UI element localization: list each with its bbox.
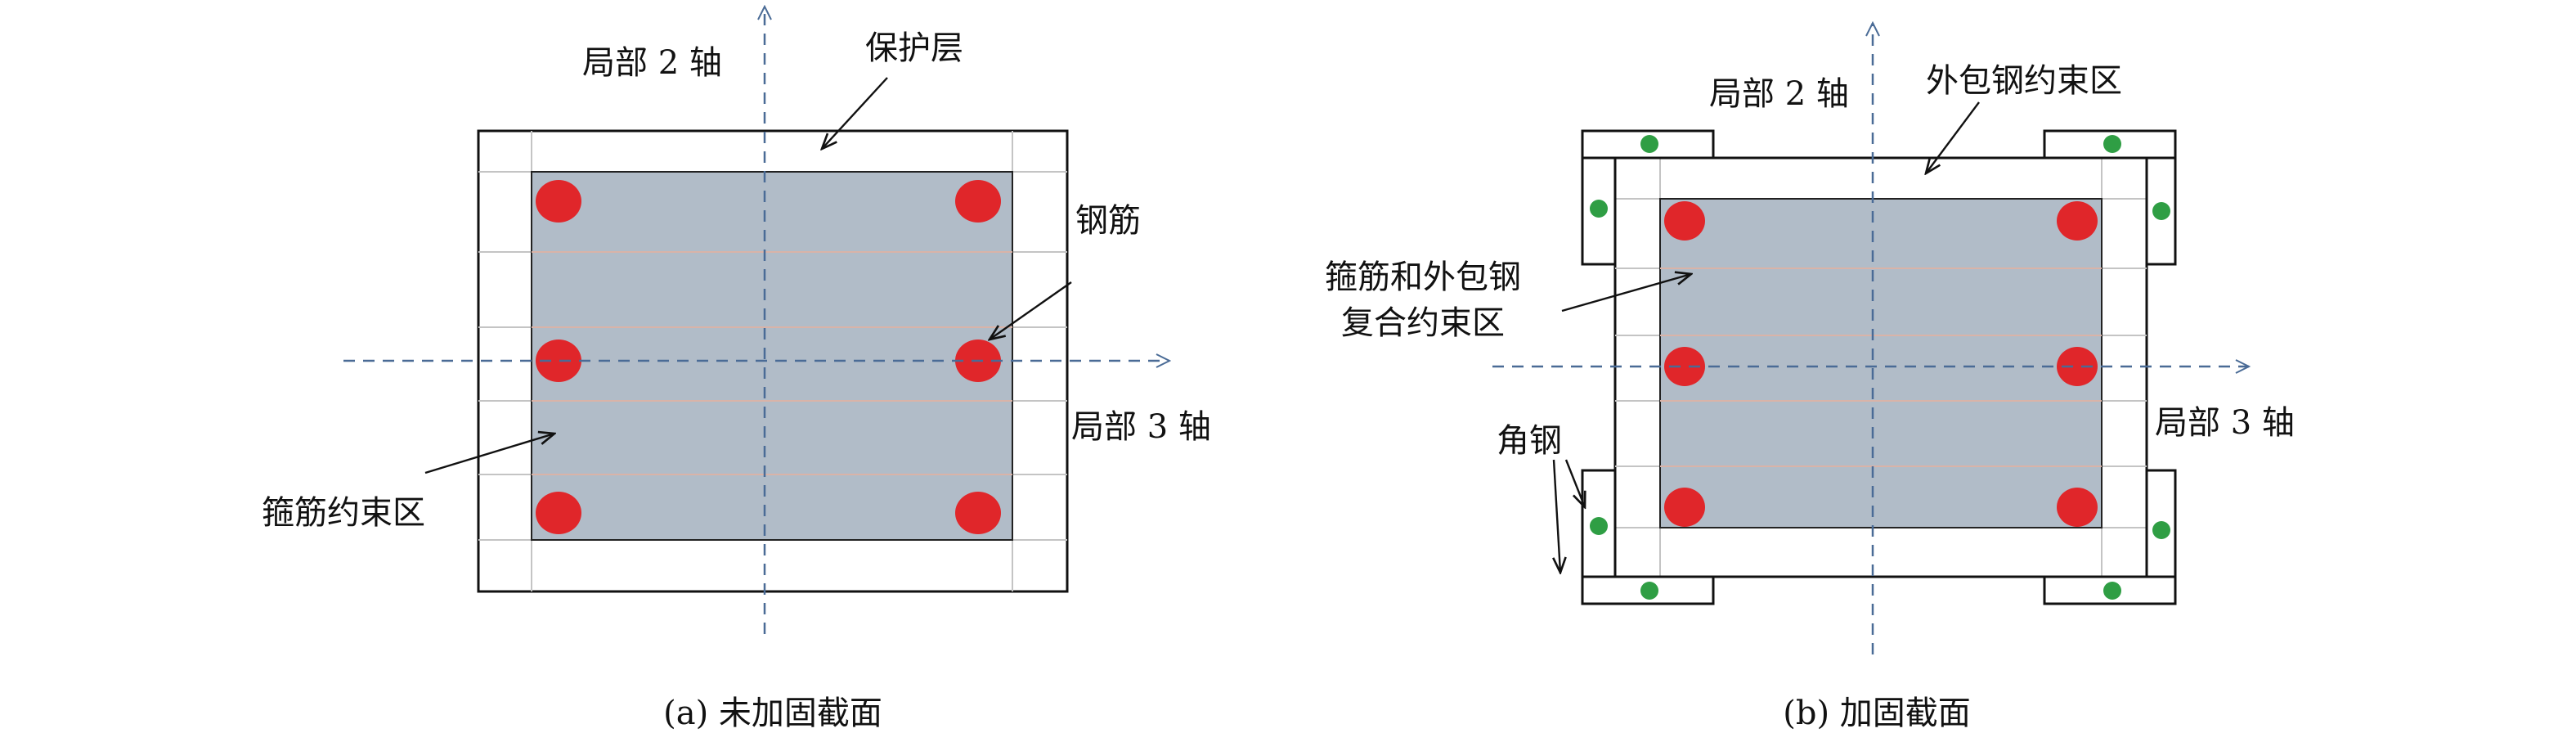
panel-b-angle-leader-arrow-upper bbox=[1564, 459, 1585, 507]
panel-b-composite-confined-core bbox=[1659, 198, 2103, 528]
bolt bbox=[2152, 202, 2170, 220]
rebar bbox=[955, 180, 1001, 223]
rebar bbox=[1664, 201, 1705, 241]
panel-b-angle-label: 角钢 bbox=[1497, 422, 1562, 460]
panel-a-axis2-label: 局部 2 轴 bbox=[582, 44, 722, 82]
panel-b-core-rows bbox=[1660, 268, 2102, 467]
panel-a-core-rows bbox=[532, 251, 1012, 475]
panel-a-stirrup-confined-core bbox=[531, 171, 1013, 541]
panel-b-rebars bbox=[1664, 201, 2098, 527]
panel-a-unstrengthened-section: 局部 2 轴 保护层 钢筋 局部 3 轴 箍筋约束区 (a) 未加固截面 bbox=[262, 7, 1211, 732]
panel-b-bolts bbox=[1590, 135, 2170, 600]
bolt bbox=[1640, 582, 1658, 600]
panel-b-steel-zone-label: 外包钢约束区 bbox=[1926, 62, 2122, 100]
panel-b-axis3-label: 局部 3 轴 bbox=[2155, 404, 2295, 442]
panel-a-axis3-label: 局部 3 轴 bbox=[1071, 408, 1211, 446]
panel-b-composite-zone-label-line2: 复合约束区 bbox=[1341, 304, 1505, 342]
rebar bbox=[536, 180, 581, 223]
panel-a-stirrup-zone-label: 箍筋约束区 bbox=[262, 494, 425, 532]
panel-b-composite-zone-leader-arrow bbox=[1561, 274, 1691, 313]
bolt bbox=[1590, 200, 1608, 218]
rebar bbox=[2057, 488, 2098, 527]
bolt bbox=[1590, 517, 1608, 535]
panel-a-rebars bbox=[536, 180, 1001, 534]
bolt bbox=[2103, 135, 2121, 153]
rebar bbox=[536, 340, 581, 382]
bolt bbox=[2103, 582, 2121, 600]
panel-b-composite-zone-label-line1: 箍筋和外包钢 bbox=[1325, 259, 1521, 296]
panel-a-cover-leader-arrow bbox=[822, 77, 888, 149]
rebar bbox=[1664, 347, 1705, 386]
angle-steel-plate bbox=[1581, 469, 1617, 578]
panel-a-caption: (a) 未加固截面 bbox=[663, 695, 882, 732]
panel-a-cover-label: 保护层 bbox=[865, 29, 963, 67]
rebar bbox=[2057, 201, 2098, 241]
panel-b-axis2-label: 局部 2 轴 bbox=[1709, 75, 1849, 113]
panel-a-rebar-leader-arrow bbox=[990, 281, 1072, 340]
bolt bbox=[1640, 135, 1658, 153]
panel-b-steel-zone-leader-arrow bbox=[1926, 101, 1980, 173]
panel-a-stirrup-zone-leader-arrow bbox=[424, 434, 554, 474]
rebar bbox=[1664, 488, 1705, 527]
rebar bbox=[2057, 347, 2098, 386]
rebar bbox=[536, 492, 581, 534]
panel-b-strengthened-section: 局部 2 轴 外包钢约束区 箍筋和外包钢 复合约束区 局部 3 轴 角钢 (b)… bbox=[1325, 23, 2295, 732]
angle-steel-plate bbox=[2145, 156, 2177, 266]
bolt bbox=[2152, 521, 2170, 539]
panel-a-rebar-label: 钢筋 bbox=[1075, 202, 1141, 240]
rebar bbox=[955, 492, 1001, 534]
panel-b-caption: (b) 加固截面 bbox=[1783, 695, 1971, 732]
panel-b-angle-leader-arrow-lower bbox=[1554, 459, 1560, 573]
